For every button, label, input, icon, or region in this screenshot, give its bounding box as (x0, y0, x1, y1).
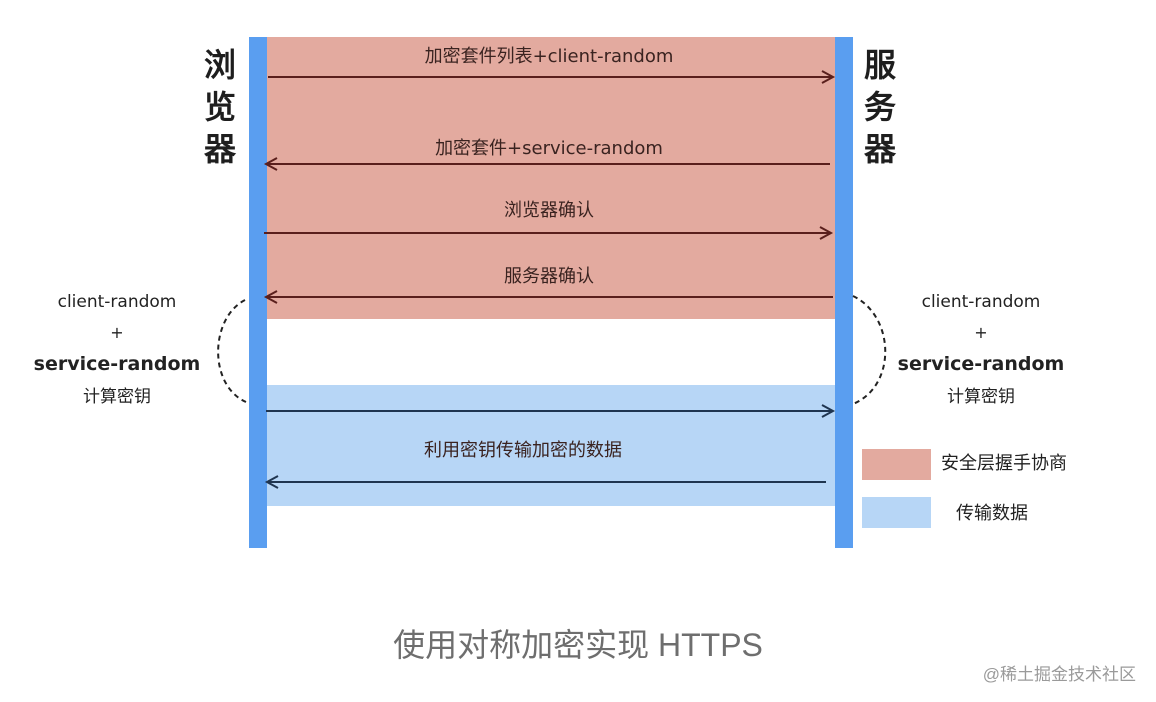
arrow-cipher-list (268, 70, 836, 84)
browser-key-arc (217, 299, 247, 403)
server-char-2: 务 (863, 88, 896, 126)
key-calc-client-random: client-random (921, 292, 1041, 312)
server-key-calc: client-random + service-random 计算密钥 (881, 290, 1081, 418)
key-calc-plus: + (110, 323, 124, 342)
key-calc-compute: 计算密钥 (947, 387, 1015, 407)
message-encrypted-data: 利用密钥传输加密的数据 (424, 440, 622, 461)
legend-data-label: 传输数据 (956, 503, 1028, 524)
handshake-band (263, 37, 835, 319)
arrow-data-to-browser (264, 475, 826, 489)
diagram-caption: 使用对称加密实现 HTTPS (393, 627, 763, 663)
message-browser-confirm: 浏览器确认 (504, 200, 594, 221)
key-calc-service-random: service-random (897, 353, 1065, 375)
message-cipher-list: 加密套件列表+client-random (424, 46, 674, 67)
arrow-browser-confirm (264, 226, 834, 240)
key-calc-plus: + (974, 323, 988, 342)
server-lifeline (835, 37, 853, 548)
server-char-3: 器 (863, 130, 896, 168)
legend-handshake-label: 安全层握手协商 (941, 453, 1067, 474)
browser-label: 浏 览 器 (200, 44, 240, 170)
key-calc-compute: 计算密钥 (83, 387, 151, 407)
browser-char-1: 浏 (203, 46, 236, 84)
data-transfer-band (263, 385, 835, 506)
legend-data-swatch (862, 497, 931, 528)
browser-lifeline (249, 37, 267, 548)
arrow-cipher-suite (263, 157, 830, 171)
key-calc-service-random: service-random (33, 353, 201, 375)
server-char-1: 服 (863, 46, 896, 84)
key-calc-client-random: client-random (57, 292, 177, 312)
message-server-confirm: 服务器确认 (504, 266, 594, 287)
server-label: 服 务 器 (860, 44, 900, 170)
arrow-server-confirm (263, 290, 833, 304)
browser-char-2: 览 (203, 88, 236, 126)
arrow-data-to-server (266, 404, 836, 418)
legend-handshake-swatch (862, 449, 931, 480)
browser-char-3: 器 (203, 130, 236, 168)
watermark: @稀土掘金技术社区 (982, 665, 1136, 684)
message-cipher-suite: 加密套件+service-random (435, 138, 663, 159)
browser-key-calc: client-random + service-random 计算密钥 (17, 290, 217, 418)
server-key-arc (852, 295, 887, 405)
